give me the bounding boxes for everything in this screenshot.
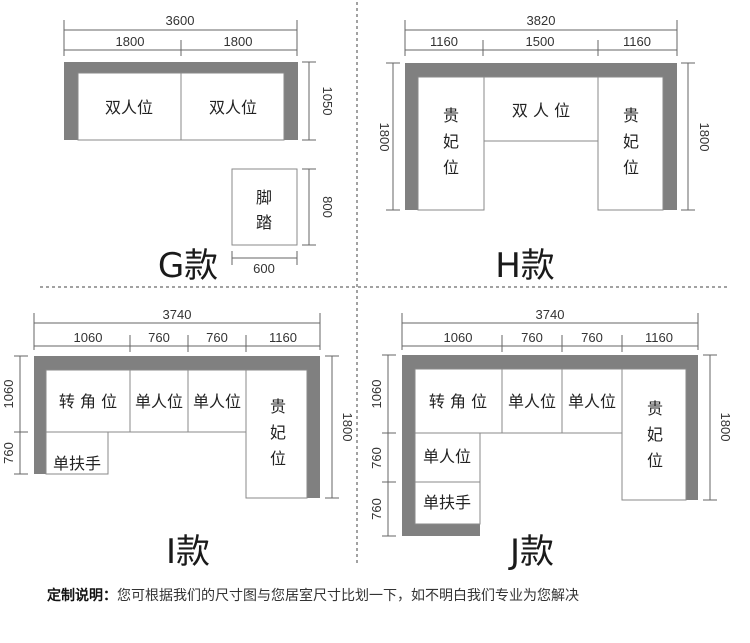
i-chaise-label-3: 位	[270, 449, 286, 468]
j-left-dimensions: 1060 760 760	[369, 354, 396, 537]
h-seg2-width: 1500	[526, 34, 555, 49]
g-segment-dimensions: 1800 1800	[64, 34, 297, 56]
i-single-2-label: 单人位	[193, 392, 241, 411]
j-armrest-seat	[414, 481, 481, 525]
g-ottoman-label-1: 脚	[256, 188, 272, 207]
j-seg2-width: 760	[521, 330, 543, 345]
j-seg3-width: 760	[581, 330, 603, 345]
g-seg1-width: 1800	[116, 34, 145, 49]
i-single-seat-2	[187, 369, 247, 433]
i-seg2-width: 760	[148, 330, 170, 345]
j-single-1-label: 单人位	[508, 392, 556, 411]
h-segment-dimensions: 1160 1500 1160	[405, 34, 677, 56]
customization-note: 定制说明：您可根据我们的尺寸图与您居室尺寸比划一下，如不明白我们专业为您解决	[47, 587, 579, 604]
g-ottoman-label-2: 踏	[256, 213, 272, 232]
i-corner-label: 转 角 位	[59, 392, 117, 411]
j-seg1-width: 1060	[444, 330, 473, 345]
j-corner-label: 转 角 位	[429, 392, 487, 411]
h-seg1-width: 1160	[430, 34, 458, 49]
i-left-top-value: 1060	[1, 380, 16, 409]
j-single-seat-1	[501, 368, 563, 434]
i-single-1-label: 单人位	[135, 392, 183, 411]
j-single-3-label: 单人位	[423, 447, 471, 466]
i-chaise-label-1: 贵	[270, 397, 286, 416]
h-chaise-right	[597, 76, 664, 211]
j-total-width: 3740	[536, 307, 565, 322]
i-segment-dimensions: 1060 760 760 1160	[34, 330, 320, 352]
h-total-width: 3820	[527, 13, 556, 28]
j-single-2-label: 单人位	[568, 392, 616, 411]
j-left-mid-value: 760	[369, 447, 384, 469]
g-seat-left-label: 双人位	[105, 98, 153, 117]
g-seg2-width: 1800	[224, 34, 253, 49]
h-style-diagram: 3820 1160 1500 1160 贵 妃 位 双 人 位 贵 妃 位 18…	[377, 13, 712, 286]
i-right-depth-dimension: 1800	[325, 355, 355, 499]
j-seg4-width: 1160	[645, 330, 673, 345]
h-right-depth-dimension: 1800	[681, 62, 712, 211]
g-style-diagram: 3600 1800 1800 双人位 双人位 1050 脚 踏 800	[63, 13, 335, 286]
j-chaise-label-1: 贵	[647, 399, 663, 418]
customization-note-text: 您可根据我们的尺寸图与您居室尺寸比划一下，如不明白我们专业为您解决	[117, 587, 579, 604]
i-chaise	[245, 369, 308, 499]
h-chaise-right-label-2: 妃	[623, 132, 639, 151]
g-ottoman-depth-value: 800	[320, 196, 335, 218]
h-chaise-left-label-2: 妃	[443, 132, 459, 151]
i-single-seat-1	[129, 369, 189, 433]
j-right-depth-dimension: 1800	[703, 354, 733, 501]
g-ottoman-width-value: 600	[253, 261, 275, 276]
i-seg1-width: 1060	[74, 330, 103, 345]
h-left-depth-dimension: 1800	[377, 62, 400, 211]
i-corner-seat	[45, 369, 131, 433]
h-chaise-right-label-3: 位	[623, 158, 639, 177]
h-chaise-left-label-3: 位	[443, 158, 459, 177]
j-right-depth-value: 1800	[718, 413, 733, 442]
h-middle-seat	[483, 76, 599, 142]
i-style-diagram: 3740 1060 760 760 1160 转 角 位 单人位 单人位 单扶手…	[1, 307, 355, 572]
i-seg4-width: 1160	[269, 330, 297, 345]
i-seg3-width: 760	[206, 330, 228, 345]
g-seat-right-label: 双人位	[209, 98, 257, 117]
h-chaise-left-label-1: 贵	[443, 106, 459, 125]
j-chaise	[621, 368, 687, 501]
g-seat-right	[180, 72, 285, 141]
g-depth-value: 1050	[320, 87, 335, 116]
j-style-diagram: 3740 1060 760 760 1160 转 角 位 单人位 单人位 单人位…	[369, 307, 733, 572]
j-left-top-value: 1060	[369, 380, 384, 409]
i-armrest-seat	[45, 431, 109, 475]
g-ottoman	[231, 168, 298, 246]
i-left-bottom-value: 760	[1, 442, 16, 464]
customization-note-label: 定制说明：	[47, 587, 117, 604]
g-ottoman-depth-dimension: 800	[302, 168, 335, 246]
j-segment-dimensions: 1060 760 760 1160	[402, 330, 698, 352]
h-style-label: H款	[495, 246, 555, 286]
j-armrest-label: 单扶手	[423, 493, 471, 512]
j-left-bottom-value: 760	[369, 498, 384, 520]
i-chaise-label-2: 妃	[270, 423, 286, 442]
g-depth-dimension: 1050	[302, 61, 335, 141]
j-single-seat-2	[561, 368, 623, 434]
g-seat-left	[77, 72, 182, 141]
i-left-dimensions: 1060 760	[1, 355, 28, 475]
h-left-depth-value: 1800	[377, 123, 392, 152]
i-total-width: 3740	[163, 307, 192, 322]
h-chaise-left	[417, 76, 485, 211]
j-total-dimension: 3740	[401, 307, 699, 350]
g-style-label: G款	[158, 246, 218, 286]
i-total-dimension: 3740	[33, 307, 321, 350]
j-style-label: J款	[508, 532, 554, 572]
j-chaise-label-3: 位	[647, 451, 663, 470]
h-right-depth-value: 1800	[697, 123, 712, 152]
i-right-depth-value: 1800	[340, 413, 355, 442]
g-ottoman-width-dimension: 600	[231, 251, 298, 276]
j-chaise-label-2: 妃	[647, 425, 663, 444]
i-armrest-label: 单扶手	[53, 454, 101, 473]
h-chaise-right-label-1: 贵	[623, 106, 639, 125]
i-style-label: I款	[166, 532, 210, 572]
h-middle-seat-label: 双 人 位	[512, 101, 570, 120]
g-total-width: 3600	[166, 13, 195, 28]
h-seg3-width: 1160	[623, 34, 651, 49]
g-total-dimension: 3600	[63, 13, 298, 56]
